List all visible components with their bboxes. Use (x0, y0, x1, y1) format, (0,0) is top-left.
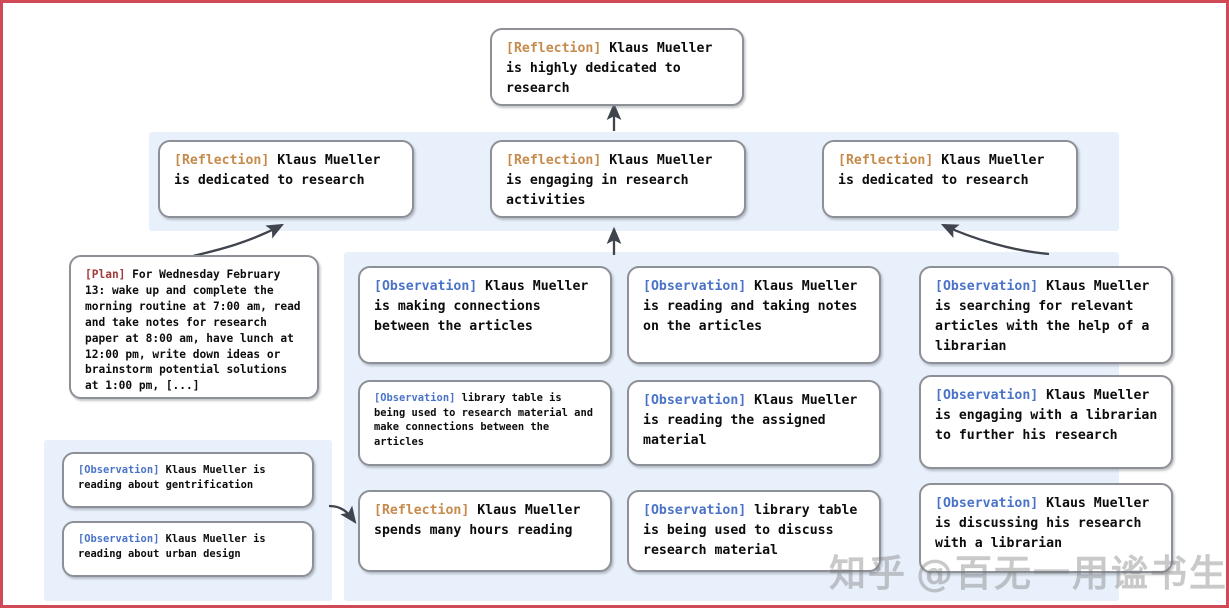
node-mid-reflection-3[interactable]: [Reflection] Klaus Mueller is dedicated … (822, 140, 1078, 218)
node-text: Klaus Mueller is searching for relevant … (935, 279, 1158, 355)
tag-observation: [Observation] (935, 496, 1039, 511)
tag-observation: [Observation] (78, 464, 160, 476)
node-col4-observation-3[interactable]: [Observation] Klaus Mueller is discussin… (919, 483, 1173, 573)
tag-reflection: [Reflection] (174, 153, 270, 168)
node-col4-observation-2[interactable]: [Observation] Klaus Mueller is engaging … (919, 375, 1173, 469)
tag-observation: [Observation] (935, 279, 1039, 294)
node-obs-left-2[interactable]: [Observation] Klaus Mueller is reading a… (62, 521, 314, 577)
node-text: library table is being used to discuss r… (643, 503, 866, 559)
node-col3-observation-2[interactable]: [Observation] Klaus Mueller is reading t… (627, 380, 881, 466)
tag-observation: [Observation] (935, 388, 1039, 403)
node-col2-reflection[interactable]: [Reflection] Klaus Mueller spends many h… (358, 490, 612, 572)
node-col2-observation-1[interactable]: [Observation] Klaus Mueller is making co… (358, 266, 612, 364)
node-text: Klaus Mueller is engaging with a librari… (935, 388, 1166, 444)
node-text: Klaus Mueller is dedicated to research (838, 153, 1053, 189)
tag-reflection: [Reflection] (506, 41, 602, 56)
node-mid-reflection-2[interactable]: [Reflection] Klaus Mueller is engaging i… (490, 140, 746, 218)
node-text: library table is being used to research … (374, 392, 600, 448)
node-top-reflection[interactable]: [Reflection] Klaus Mueller is highly ded… (490, 28, 744, 106)
tag-observation: [Observation] (78, 533, 160, 545)
node-text: Klaus Mueller is engaging in research ac… (506, 153, 721, 209)
node-col2-observation-2[interactable]: [Observation] library table is being use… (358, 380, 612, 466)
tag-reflection: [Reflection] (506, 153, 602, 168)
node-obs-left-1[interactable]: [Observation] Klaus Mueller is reading a… (62, 452, 314, 508)
tag-observation: [Observation] (374, 279, 478, 294)
node-text: Klaus Mueller is reading about urban des… (78, 533, 272, 560)
node-text: Klaus Mueller is discussing his research… (935, 496, 1158, 552)
tag-observation: [Observation] (643, 503, 747, 518)
node-mid-reflection-1[interactable]: [Reflection] Klaus Mueller is dedicated … (158, 140, 414, 218)
node-text: Klaus Mueller is highly dedicated to res… (506, 41, 721, 97)
tag-plan: [Plan] (85, 268, 126, 281)
tag-reflection: [Reflection] (374, 503, 470, 518)
node-text: For Wednesday February 13: wake up and c… (85, 268, 308, 393)
node-text: Klaus Mueller is reading about gentrific… (78, 464, 272, 491)
node-text: Klaus Mueller is reading and taking note… (643, 279, 866, 335)
tag-observation: [Observation] (643, 279, 747, 294)
node-col3-observation-3[interactable]: [Observation] library table is being use… (627, 490, 881, 572)
node-col3-observation-1[interactable]: [Observation] Klaus Mueller is reading a… (627, 266, 881, 364)
node-col4-observation-1[interactable]: [Observation] Klaus Mueller is searching… (919, 266, 1173, 364)
node-text: Klaus Mueller spends many hours reading (374, 503, 589, 539)
node-plan[interactable]: [Plan] For Wednesday February 13: wake u… (69, 255, 319, 399)
node-text: Klaus Mueller is reading the assigned ma… (643, 393, 866, 449)
node-text: Klaus Mueller is making connections betw… (374, 279, 597, 335)
node-text: Klaus Mueller is dedicated to research (174, 153, 389, 189)
tag-reflection: [Reflection] (838, 153, 934, 168)
tag-observation: [Observation] (643, 393, 747, 408)
tag-observation: [Observation] (374, 392, 456, 404)
